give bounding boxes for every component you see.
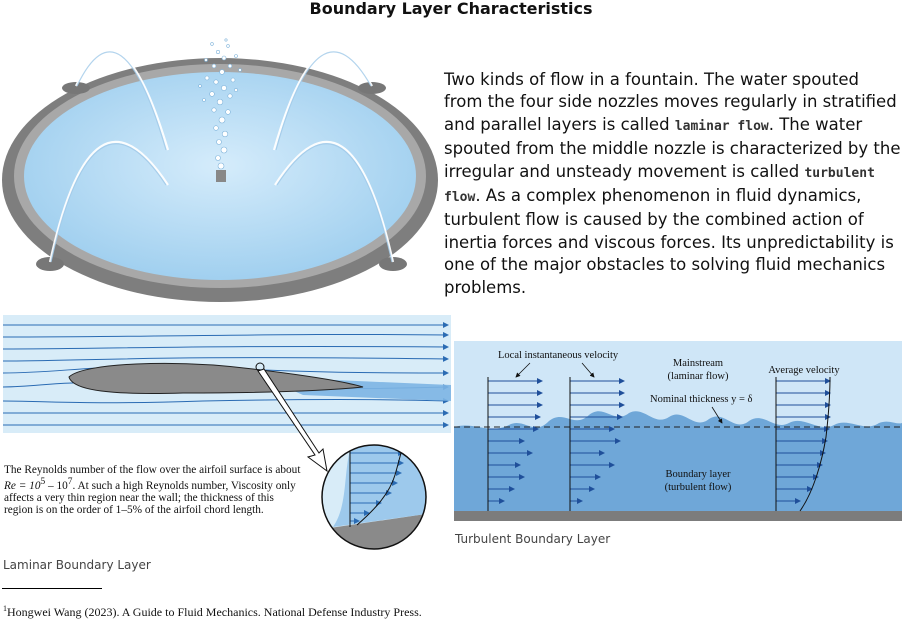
label-mainstream: Mainstream <box>673 358 723 369</box>
laminar-jet-bottom-left <box>48 140 169 263</box>
footnote-text: Hongwei Wang (2023). A Guide to Fluid Me… <box>7 605 422 619</box>
footnote-marker: 1 <box>3 604 7 613</box>
boundary-layer-region <box>454 411 902 521</box>
nozzle-bottom-left <box>36 257 64 271</box>
page-title: Boundary Layer Characteristics <box>309 0 593 18</box>
turbulent-jet <box>198 38 242 170</box>
turbulent-caption: Turbulent Boundary Layer <box>455 532 611 546</box>
laminar-caption: Laminar Boundary Layer <box>3 558 151 572</box>
laminar-jet-top-right <box>272 49 373 151</box>
term-turbulent-flow: turbulent flow <box>444 165 875 206</box>
central-nozzle <box>216 170 226 182</box>
label-average-velocity: Average velocity <box>768 365 840 376</box>
reynolds-symbol: Re = 10 <box>4 479 41 492</box>
airfoil-shape <box>68 362 364 394</box>
magnified-boundary-layer <box>321 444 427 550</box>
fountain-description: Two kinds of flow in a fountain. The wat… <box>444 70 901 297</box>
leader-left <box>515 362 531 378</box>
label-turbulent-flow: (turbulent flow) <box>665 482 732 493</box>
reynolds-note: The Reynolds number of the flow over the… <box>4 464 301 517</box>
instantaneous-profile-1 <box>488 378 543 504</box>
leader-thickness <box>711 406 723 424</box>
airfoil-flow-diagram <box>3 315 451 550</box>
streamlines <box>3 322 449 428</box>
nozzle-top-left <box>62 82 90 94</box>
label-laminar-flow: (laminar flow) <box>668 371 729 382</box>
zoom-arrow <box>257 368 328 473</box>
nozzle-top-right <box>358 82 386 94</box>
instantaneous-profile-2 <box>570 378 625 504</box>
label-local-velocity: Local instantaneous velocity <box>498 350 619 361</box>
laminar-jet-top-left <box>75 49 170 151</box>
fountain-illustration <box>2 38 438 302</box>
wall <box>454 511 902 521</box>
term-laminar-flow: laminar flow <box>674 118 769 134</box>
average-velocity-profile <box>776 378 831 504</box>
turbulent-boundary-diagram: Local instantaneous velocity Mainstream … <box>454 341 902 521</box>
label-boundary-layer: Boundary layer <box>665 469 731 480</box>
nozzle-bottom-right <box>379 257 407 271</box>
label-nominal-thickness: Nominal thickness y = δ <box>650 394 752 405</box>
laminar-jet-bottom-right <box>274 140 395 263</box>
footnote: 1Hongwei Wang (2023). A Guide to Fluid M… <box>3 604 422 620</box>
footnote-rule <box>2 588 102 589</box>
leader-right <box>581 362 595 378</box>
